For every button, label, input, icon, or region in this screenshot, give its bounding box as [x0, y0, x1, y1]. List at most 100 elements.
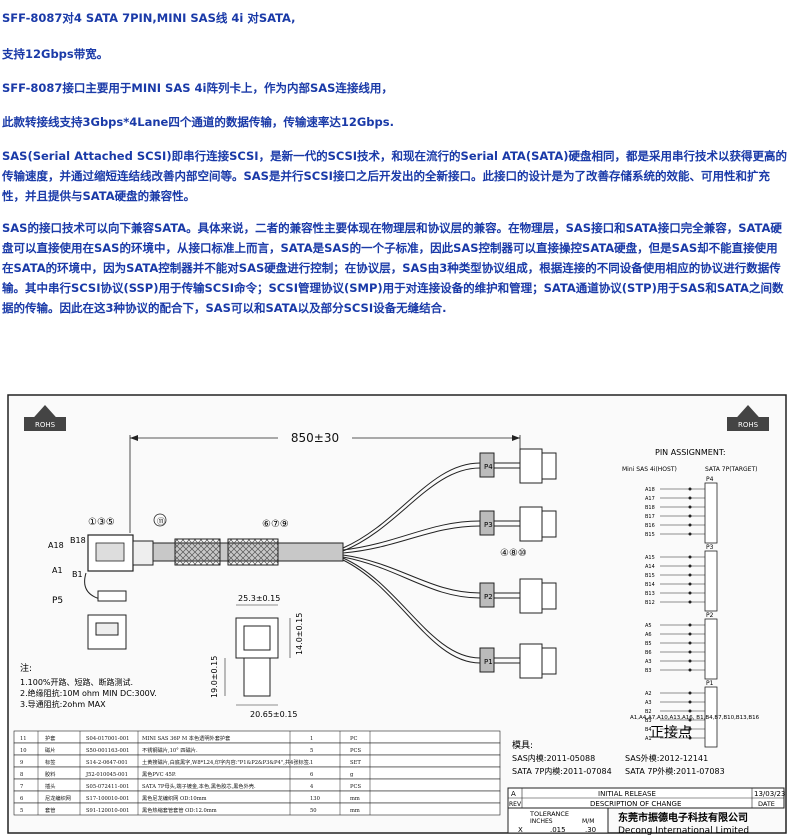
bom-unit: SET — [350, 760, 361, 766]
bom-qty: 1 — [310, 760, 313, 766]
pin-dot — [688, 496, 692, 500]
pin-label: B17 — [645, 514, 655, 520]
sata-connector-p4: P4 — [479, 448, 557, 484]
desc-change-header: DESCRIPTION OF CHANGE — [590, 800, 681, 808]
pin-dot — [688, 668, 692, 672]
bom-unit: mm — [350, 808, 360, 814]
sas-compatibility: SAS的接口技术可以向下兼容SATA。具体来说，二者的兼容性主要体现在物理层和协… — [2, 221, 784, 315]
model-sas-inner: SAS内模:2011-05088 — [512, 753, 595, 763]
pin-dot — [688, 564, 692, 568]
inches-label: INCHES — [530, 818, 553, 825]
bom-unit: g — [350, 772, 354, 778]
pin-b1-label: B1 — [72, 570, 83, 579]
bom-desc: 黑色热缩套管套管 OD:12.0mm — [142, 806, 217, 814]
bom-name: 护套 — [45, 734, 56, 742]
pin-group-box — [704, 482, 718, 544]
sata-connector-p3: P3 — [479, 506, 557, 542]
tolerance-label: TOLERANCE — [529, 810, 569, 818]
bom-desc: 不锈钢磁片,10° 四磁片. — [142, 746, 198, 754]
bom-name: 尼龙编织网 — [45, 794, 71, 802]
pin-assignment-title: PIN ASSIGNMENT: — [655, 448, 726, 457]
pin-dot — [688, 691, 692, 695]
pin-label: A1 — [645, 736, 652, 742]
bom-name: 套管 — [45, 806, 55, 814]
pin-dot — [688, 641, 692, 645]
pin-label: B12 — [645, 600, 655, 606]
bom-desc: 黑色尼龙编织网 OD:10mm — [142, 794, 207, 802]
balloon-group-left: ①③⑤ — [88, 517, 115, 528]
note-2: 2.绝缘阻抗:10M ohm MIN DC:300V. — [20, 688, 157, 698]
tol-mm-value: .30 — [585, 826, 596, 834]
pin-dot — [688, 659, 692, 663]
pin-group-box — [704, 618, 718, 680]
pin-group-label: P3 — [706, 544, 714, 551]
intro-line-1: SFF-8087对4 SATA 7PIN,MINI SAS线 4i 对SATA, — [2, 11, 296, 25]
pin-label: B2 — [645, 709, 652, 715]
models-title: 模具: — [512, 740, 533, 751]
model-sas-outer: SAS外模:2012-12141 — [625, 753, 708, 763]
pin-label: B14 — [645, 582, 655, 588]
bom-qty: 4 — [310, 784, 314, 790]
pin-label: A5 — [645, 623, 652, 629]
model-sata-inner: SATA 7P内模:2011-07084 — [512, 766, 612, 776]
intro-line-4: 此款转接线支持3Gbps*4Lane四个通道的数据传输，传输速率达12Gbps. — [2, 115, 394, 129]
pin-label: B18 — [645, 505, 655, 511]
balloon-11: ⑪ — [157, 517, 165, 526]
bom-desc: 土黄搜磁片,白底黑字,W8*L24,印字内容:"P1&P2&P3&P4",共4张… — [142, 758, 311, 766]
pin-label: A15 — [645, 555, 655, 561]
pin-dot — [688, 650, 692, 654]
braided-cable — [152, 538, 344, 566]
pin-label: A3 — [645, 700, 652, 706]
bom-name: 磁片 — [45, 746, 55, 754]
bom-code: S17-100010-001 — [86, 796, 129, 802]
pin-assignment-table: P4A18A17B18B17B16B15P3A15A14B15B14B13B12… — [645, 476, 718, 748]
p1-pins-note: A1,A4,A7,A10,A13,A16, B1,B4,B7,B10,B13,B… — [630, 715, 760, 721]
tol-inch-value: .015 — [550, 826, 566, 834]
bom-code: S04-017001-001 — [86, 736, 129, 742]
bom-code: J52-010045-001 — [85, 772, 128, 778]
bom-code: S05-072411-001 — [86, 784, 129, 790]
bom-name: 插头 — [45, 782, 55, 790]
pin-dot — [688, 523, 692, 527]
bom-no: 6 — [20, 796, 23, 802]
pin-dot — [688, 700, 692, 704]
bom-no: 5 — [20, 808, 23, 814]
pin-dot — [688, 736, 692, 740]
pin-group-box — [704, 686, 718, 748]
engineering-drawing: ROHS ROHS 850±30 A18 B18 A1 B1 P5 ①③⑤ ⑪ … — [7, 394, 787, 835]
pin-b18-label: B18 — [70, 536, 86, 545]
pin-label: A18 — [645, 487, 655, 493]
pin-dot — [688, 591, 692, 595]
connector-detail-view — [87, 604, 291, 706]
bom-desc: 黑色PVC 45P. — [142, 770, 176, 778]
pin-label: A6 — [645, 632, 652, 638]
pin-dot — [688, 555, 692, 559]
mini-sas-column-label: Mini SAS 4i(HOST) — [622, 466, 677, 473]
bom-desc: MINI SAS 36P M 本色透明外套护套 — [142, 734, 231, 742]
rev-a: A — [511, 790, 516, 798]
tol-x: X — [518, 826, 523, 834]
pin-dot — [688, 505, 692, 509]
bom-qty: 5 — [310, 748, 313, 754]
balloon-group-mid: ④⑧⑩ — [500, 548, 527, 559]
bom-name: 胶料 — [45, 770, 55, 778]
dim-bottom: 20.65±0.15 — [250, 710, 297, 719]
pin-dot — [688, 718, 692, 722]
sas-description: SAS(Serial Attached SCSI)即串行连接SCSI，是新一代的… — [2, 149, 787, 203]
rohs-logo-right: ROHS — [727, 405, 769, 431]
pin-dot — [688, 727, 692, 731]
intro-line-2: 支持12Gbps带宽。 — [2, 47, 109, 61]
bom-no: 8 — [20, 772, 23, 778]
label-p1: P1 — [484, 658, 493, 666]
note-3: 3.导通阻抗:2ohm MAX — [20, 699, 106, 709]
rohs-text-left: ROHS — [35, 421, 56, 429]
revision-block: A INITIAL RELEASE 13/03/23 REV DESCRIPTI… — [507, 787, 785, 835]
bom-no: 10 — [20, 748, 27, 754]
pin-dot — [688, 600, 692, 604]
pin-dot — [688, 632, 692, 636]
bom-desc: SATA 7P母头,端子镀金,本色,黑色胶芯,黑色外壳. — [142, 782, 256, 790]
bom-unit: PCS — [350, 784, 361, 790]
bom-row — [13, 802, 501, 816]
company-name-cn: 东莞市振德电子科技有限公司 — [618, 811, 748, 824]
